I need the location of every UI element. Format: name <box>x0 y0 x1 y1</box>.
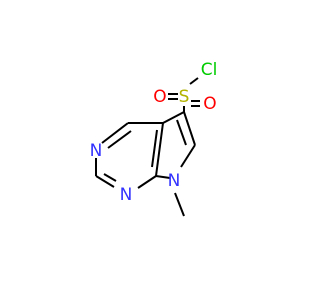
bond-s-cl <box>189 77 199 85</box>
bond-n1-c7a <box>137 175 157 189</box>
atom-oxygen-left: O <box>153 87 166 107</box>
bond-c6-n7 <box>180 144 196 168</box>
bond-c2-n1-outer <box>95 175 115 188</box>
atom-nitrogen-n7: N <box>168 171 181 191</box>
molecule-structure: Cl S O O N N N <box>90 60 218 217</box>
bond-c5-c6-inner <box>176 119 187 146</box>
bond-c7a-c4a-inner <box>151 129 158 168</box>
atom-oxygen-right: O <box>203 94 216 114</box>
bonds <box>95 77 200 217</box>
bond-c4-n3-inner <box>107 130 132 149</box>
bond-n7-c7a <box>155 175 171 179</box>
bond-c7a-c4a-outer <box>155 122 164 177</box>
bond-n7-methyl <box>174 192 185 217</box>
atom-nitrogen-n1: N <box>120 185 133 205</box>
bond-c2-n1-inner <box>103 173 117 182</box>
atom-labels: Cl S O O N N N <box>90 60 218 205</box>
bond-c4-n3-outer <box>101 122 129 144</box>
atom-chlorine: Cl <box>201 60 218 80</box>
atom-sulfur: S <box>179 87 190 107</box>
bond-c4a-c5 <box>162 111 185 124</box>
atom-nitrogen-n3: N <box>90 141 103 161</box>
bond-c5-c6-outer <box>183 111 196 146</box>
